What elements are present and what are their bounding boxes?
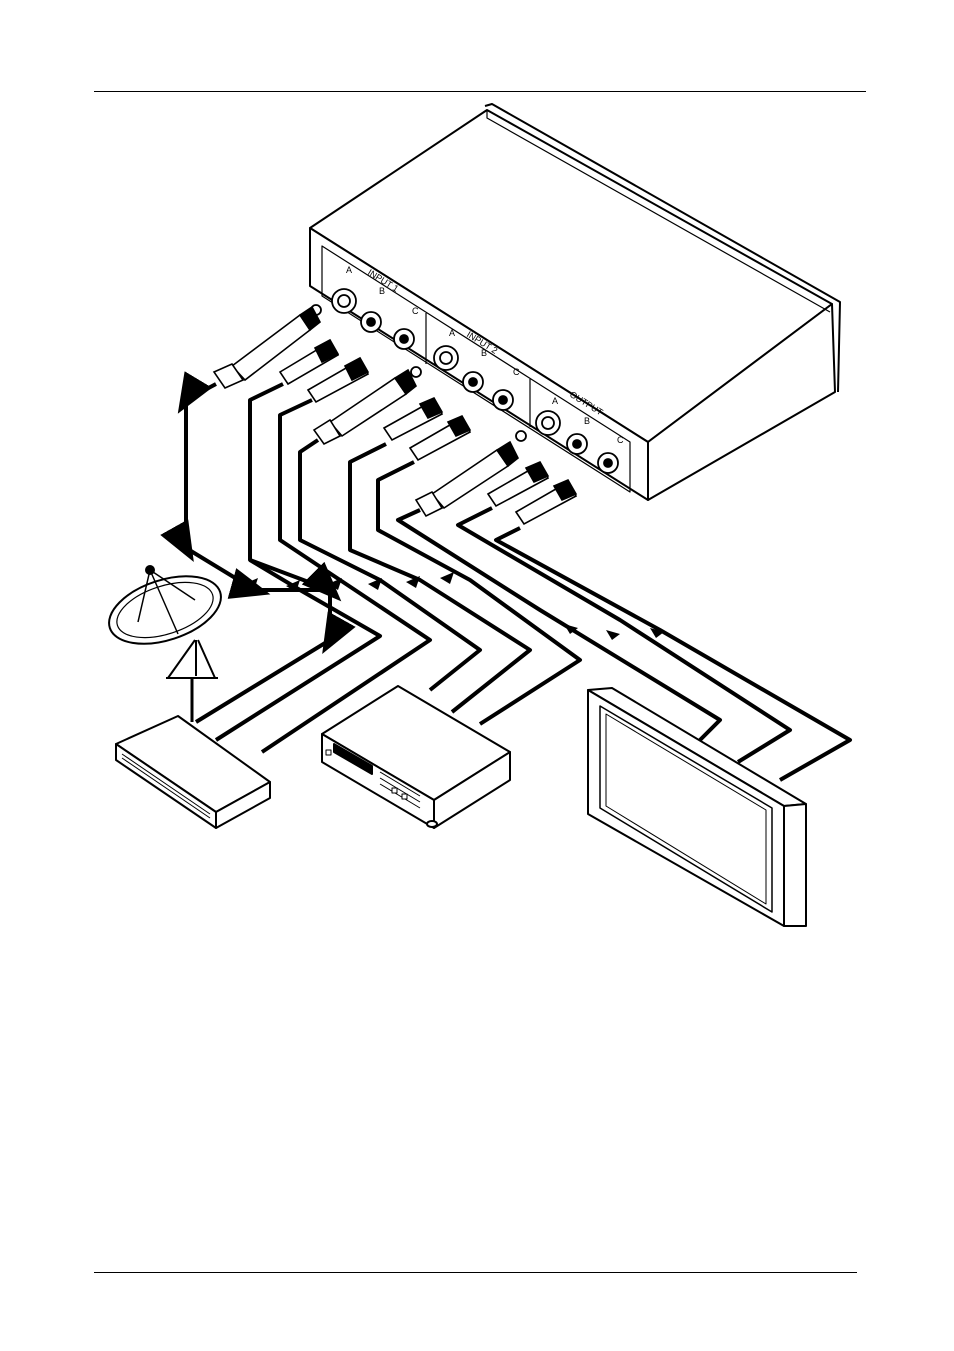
output-port-a-label: A xyxy=(552,396,558,406)
video-player-icon xyxy=(322,686,510,828)
input2-port-a-label: A xyxy=(449,328,455,338)
cable-input1-a xyxy=(186,384,330,722)
flat-panel-display-icon xyxy=(588,688,806,926)
input2-port-c-label: C xyxy=(513,367,520,377)
input1-bnc-socket xyxy=(332,289,356,313)
input2-rca-socket-b xyxy=(463,372,483,392)
input1-rca-socket-b xyxy=(361,312,381,332)
set-top-box-icon xyxy=(116,716,270,828)
input1-port-a-label: A xyxy=(346,265,352,275)
output-rca-socket-b xyxy=(567,434,587,454)
input2-bnc-socket xyxy=(434,346,458,370)
output-bnc-socket xyxy=(536,411,560,435)
input1-rca-socket-c xyxy=(394,329,414,349)
cable-input1-b xyxy=(250,384,330,590)
input1-port-c-label: C xyxy=(412,306,419,316)
input2-rca-socket-c xyxy=(493,390,513,410)
output-port-b-label: B xyxy=(584,416,590,426)
input1-port-b-label: B xyxy=(379,286,385,296)
output-port-c-label: C xyxy=(617,435,624,445)
bnc-plug-1 xyxy=(214,307,320,388)
output-rca-socket-c xyxy=(598,453,618,473)
cables xyxy=(186,384,850,780)
input2-port-b-label: B xyxy=(481,348,487,358)
satellite-dish-icon xyxy=(101,564,230,722)
